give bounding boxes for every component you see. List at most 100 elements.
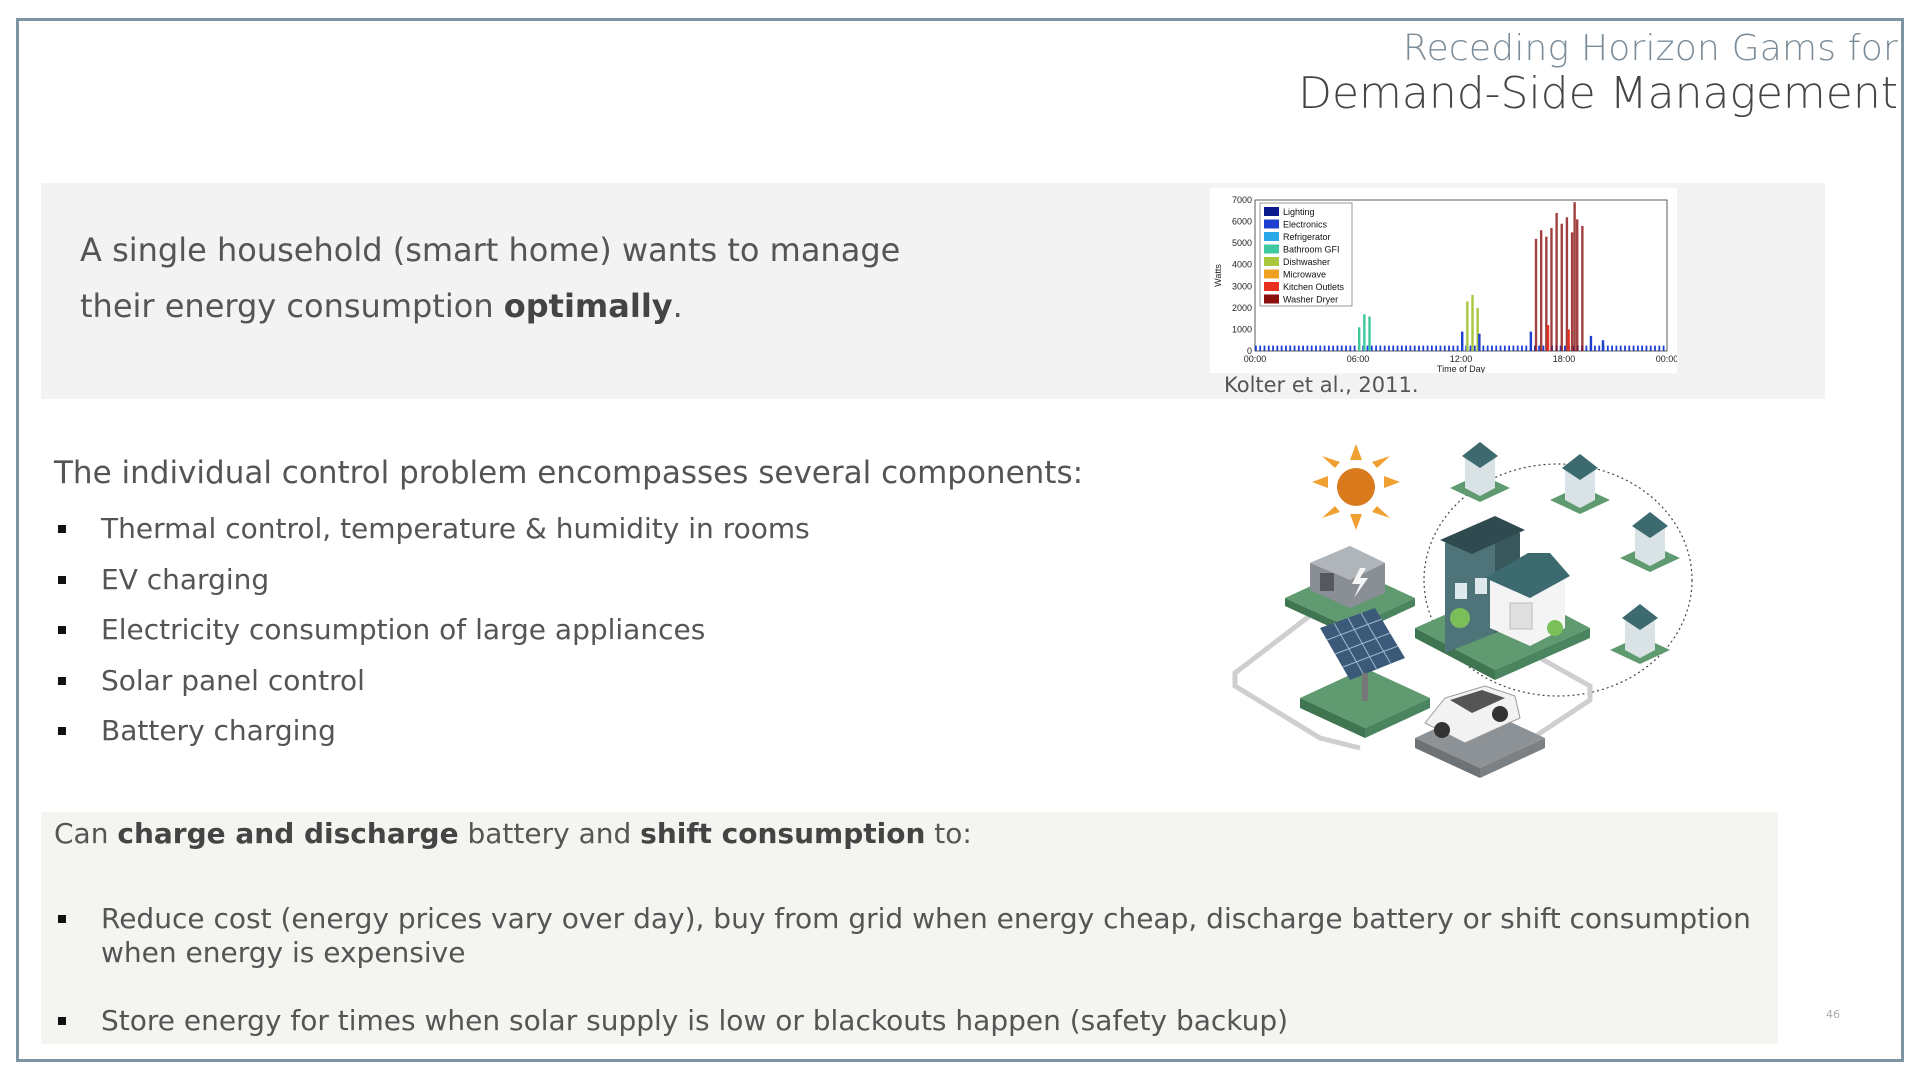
- baseline-bar: [1538, 345, 1541, 351]
- spike-bar: [1576, 219, 1579, 351]
- baseline-bar: [1302, 345, 1305, 351]
- legend-swatch: [1264, 294, 1279, 304]
- y-tick-label: 4000: [1232, 260, 1252, 270]
- baseline-bar: [1297, 345, 1300, 351]
- spike-bar: [1589, 335, 1593, 351]
- actions-text-3: to:: [925, 817, 972, 850]
- spike-bar: [1358, 327, 1361, 351]
- baseline-bar: [1430, 345, 1433, 351]
- baseline-bar: [1276, 345, 1279, 351]
- spike-bar: [1478, 333, 1481, 351]
- bullet-icon: [58, 915, 66, 923]
- baseline-bar: [1323, 345, 1326, 351]
- list-item-text: Store energy for times when solar supply…: [101, 1004, 1289, 1037]
- y-tick-label: 2000: [1232, 303, 1252, 313]
- intro-text-end: .: [672, 287, 683, 325]
- baseline-bar: [1405, 345, 1408, 351]
- baseline-bar: [1375, 345, 1377, 351]
- intro-text-start: A single household (smart home) wants to…: [80, 231, 901, 325]
- baseline-bar: [1606, 345, 1609, 351]
- baseline-bar: [1636, 345, 1639, 351]
- spike-bar: [1573, 202, 1576, 351]
- baseline-bar: [1611, 345, 1614, 351]
- list-item-text: EV charging: [101, 562, 270, 596]
- baseline-bar: [1448, 345, 1450, 351]
- x-axis-label: Time of Day: [1437, 364, 1486, 373]
- baseline-bar: [1392, 345, 1395, 351]
- y-tick-label: 1000: [1232, 324, 1252, 334]
- legend-swatch: [1264, 207, 1279, 216]
- baseline-bar: [1645, 345, 1648, 351]
- actions-list: Reduce cost (energy prices vary over day…: [54, 902, 1754, 970]
- spike-bar: [1555, 212, 1558, 351]
- spike-bar: [1570, 232, 1574, 351]
- legend-swatch: [1264, 257, 1279, 266]
- baseline-bar: [1345, 345, 1347, 351]
- baseline-bar: [1662, 345, 1665, 351]
- neighbor-house: [1610, 604, 1670, 664]
- legend-swatch: [1264, 269, 1279, 279]
- baseline-bar: [1624, 345, 1626, 351]
- legend-label: Electronics: [1283, 220, 1328, 230]
- baseline-bar: [1418, 345, 1420, 351]
- x-tick-label: 06:00: [1347, 354, 1370, 364]
- bullet-icon: [58, 676, 66, 685]
- y-axis-label: Watts: [1213, 264, 1223, 287]
- baseline-bar: [1516, 345, 1519, 351]
- spike-bar: [1601, 340, 1605, 351]
- sun-icon: [1312, 444, 1400, 530]
- baseline-bar: [1521, 345, 1523, 351]
- baseline-bar: [1366, 345, 1369, 351]
- legend-swatch: [1264, 244, 1279, 254]
- baseline-bar: [1542, 345, 1545, 351]
- baseline-bar: [1267, 345, 1270, 351]
- legend-label: Kitchen Outlets: [1283, 282, 1345, 292]
- bullet-icon: [58, 575, 66, 584]
- y-tick-label: 0: [1247, 346, 1252, 356]
- bullet-icon: [58, 626, 66, 634]
- smart-grid-illustration: [1232, 442, 1693, 778]
- neighbor-house: [1550, 454, 1610, 514]
- intro-bold-word: optimally: [503, 287, 673, 325]
- actions-bold-2: shift consumption: [640, 817, 926, 850]
- baseline-bar: [1289, 345, 1292, 351]
- baseline-bar: [1255, 345, 1257, 351]
- baseline-bar: [1409, 345, 1412, 351]
- actions-intro: Can charge and discharge battery and shi…: [54, 817, 972, 850]
- baseline-bar: [1306, 345, 1309, 351]
- spike-bar: [1581, 225, 1584, 351]
- legend-label: Lighting: [1283, 207, 1315, 217]
- baseline-bar: [1310, 345, 1313, 351]
- baseline-bar: [1503, 345, 1506, 351]
- list-item: Reduce cost (energy prices vary over day…: [54, 902, 1754, 970]
- baseline-bar: [1439, 345, 1442, 351]
- list-item-text: Solar panel control: [101, 663, 365, 697]
- baseline-bar: [1456, 345, 1459, 351]
- legend-swatch: [1264, 232, 1279, 241]
- bullet-icon: [58, 727, 66, 735]
- list-item-text: Battery charging: [101, 714, 336, 747]
- baseline-bar: [1336, 345, 1339, 351]
- x-tick-label: 18:00: [1553, 354, 1576, 364]
- baseline-bar: [1598, 345, 1601, 351]
- neighbor-house: [1450, 442, 1510, 502]
- baseline-bar: [1499, 345, 1502, 351]
- baseline-bar: [1259, 345, 1262, 351]
- baseline-bar: [1525, 345, 1528, 351]
- spike-bar: [1529, 331, 1533, 351]
- y-tick-label: 3000: [1232, 281, 1252, 291]
- spike-bar: [1476, 307, 1479, 351]
- list-item: Thermal control, temperature & humidity …: [54, 508, 810, 559]
- spike-bar: [1539, 230, 1543, 351]
- baseline-bar: [1469, 345, 1472, 351]
- baseline-bar: [1353, 345, 1356, 351]
- baseline-bar: [1379, 345, 1382, 351]
- legend-label: Bathroom GFI: [1283, 245, 1340, 255]
- components-heading: The individual control problem encompass…: [54, 455, 1084, 491]
- spike-bar: [1368, 316, 1371, 351]
- baseline-bar: [1293, 345, 1296, 351]
- baseline-bar: [1482, 345, 1485, 351]
- baseline-bar: [1370, 345, 1373, 351]
